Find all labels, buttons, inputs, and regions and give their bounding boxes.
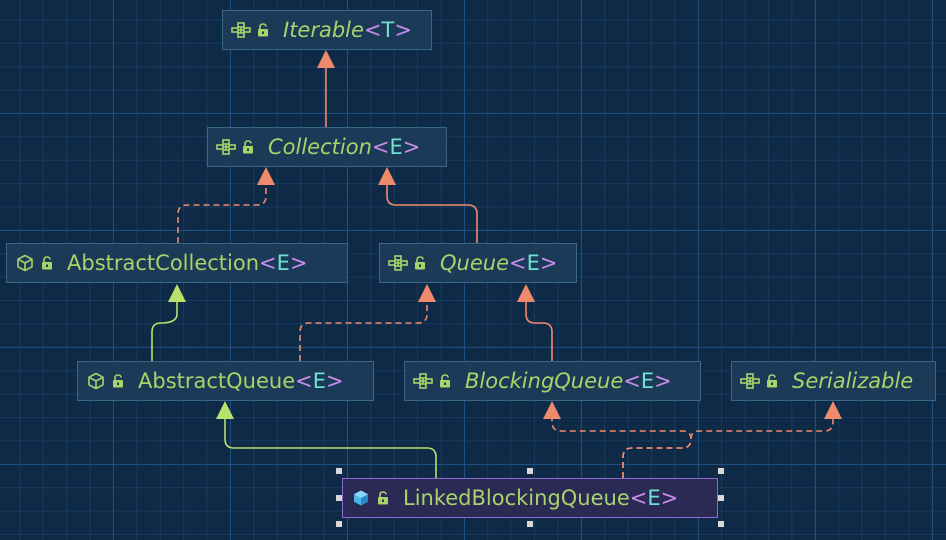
open-angle-bracket: < <box>371 135 390 159</box>
public-lock-icon <box>255 20 271 40</box>
arrowhead-blocking-queue-to-queue <box>517 284 535 302</box>
public-lock-icon <box>764 371 780 391</box>
edge-abstract-queue-to-abstract-collection <box>151 302 178 361</box>
close-angle-bracket: > <box>289 251 308 275</box>
arrowhead-queue-to-collection <box>378 167 396 185</box>
close-angle-bracket: > <box>539 251 558 275</box>
close-angle-bracket: > <box>654 369 672 393</box>
public-lock-icon <box>240 137 256 157</box>
open-angle-bracket: < <box>509 251 527 275</box>
node-abstract-collection[interactable]: AbstractCollection<E> <box>6 243 348 283</box>
node-queue[interactable]: Queue<E> <box>379 243 577 283</box>
node-name: AbstractCollection <box>67 251 260 275</box>
node-name: Collection <box>268 135 372 159</box>
arrowhead-linked-blocking-queue-to-serializable <box>824 401 842 419</box>
type-parameter: E <box>276 251 290 275</box>
node-linked-blocking-queue[interactable]: LinkedBlockingQueue<E> <box>342 478 718 518</box>
type-parameter: E <box>647 486 661 510</box>
selection-handle[interactable] <box>718 468 724 474</box>
node-serializable[interactable]: Serializable <box>731 361 936 401</box>
type-parameter: E <box>389 135 403 159</box>
node-name: Queue <box>440 251 509 275</box>
interface-icon <box>740 371 760 391</box>
arrowhead-linked-blocking-queue-to-blocking-queue <box>543 401 561 419</box>
public-lock-icon <box>39 253 55 273</box>
selection-handle[interactable] <box>527 468 533 474</box>
class-icon <box>351 488 371 508</box>
open-angle-bracket: < <box>363 18 382 42</box>
selection-handle[interactable] <box>527 521 533 527</box>
node-name: LinkedBlockingQueue <box>403 486 630 510</box>
type-parameter: E <box>640 369 655 393</box>
arrowhead-abstract-queue-to-queue <box>418 284 436 302</box>
node-name: BlockingQueue <box>465 369 624 393</box>
interface-icon <box>216 137 236 157</box>
arrowhead-abstract-collection-to-collection <box>257 167 275 185</box>
interface-icon <box>231 20 251 40</box>
selection-handle[interactable] <box>718 495 724 501</box>
type-parameter: E <box>312 369 327 393</box>
selection-handle[interactable] <box>336 495 342 501</box>
public-lock-icon <box>375 488 391 508</box>
node-iterable[interactable]: Iterable<T> <box>222 10 432 50</box>
selection-handle[interactable] <box>336 521 342 527</box>
abstract-class-icon <box>15 253 35 273</box>
public-lock-icon <box>437 371 453 391</box>
node-name: Serializable <box>792 369 914 393</box>
open-angle-bracket: < <box>259 251 277 275</box>
node-blocking-queue[interactable]: BlockingQueue<E> <box>404 361 701 401</box>
arrowhead-collection-to-iterable <box>317 50 335 68</box>
type-parameter: T <box>381 18 395 42</box>
edge-linked-blocking-queue-to-abstract-queue <box>224 419 437 478</box>
arrowhead-linked-blocking-queue-to-abstract-queue <box>216 401 234 419</box>
open-angle-bracket: < <box>629 486 648 510</box>
public-lock-icon <box>412 253 428 273</box>
close-angle-bracket: > <box>660 486 679 510</box>
edge-queue-to-collection <box>386 185 478 243</box>
edge-abstract-collection-to-collection <box>177 185 267 243</box>
selection-handle[interactable] <box>718 521 724 527</box>
close-angle-bracket: > <box>326 369 344 393</box>
interface-icon <box>388 253 408 273</box>
selection-handle[interactable] <box>336 468 342 474</box>
edge-linked-blocking-queue-to-serializable <box>622 419 834 478</box>
abstract-class-icon <box>86 371 106 391</box>
node-name: Iterable <box>283 18 364 42</box>
interface-icon <box>413 371 433 391</box>
close-angle-bracket: > <box>394 18 412 42</box>
type-parameter: E <box>526 251 540 275</box>
node-name: AbstractQueue <box>138 369 296 393</box>
arrowhead-abstract-queue-to-abstract-collection <box>168 284 186 302</box>
node-collection[interactable]: Collection<E> <box>207 127 447 167</box>
node-abstract-queue[interactable]: AbstractQueue<E> <box>77 361 374 401</box>
close-angle-bracket: > <box>402 135 421 159</box>
edge-blocking-queue-to-queue <box>525 302 553 361</box>
open-angle-bracket: < <box>623 369 641 393</box>
edge-abstract-queue-to-queue <box>299 302 428 361</box>
open-angle-bracket: < <box>295 369 313 393</box>
public-lock-icon <box>110 371 126 391</box>
